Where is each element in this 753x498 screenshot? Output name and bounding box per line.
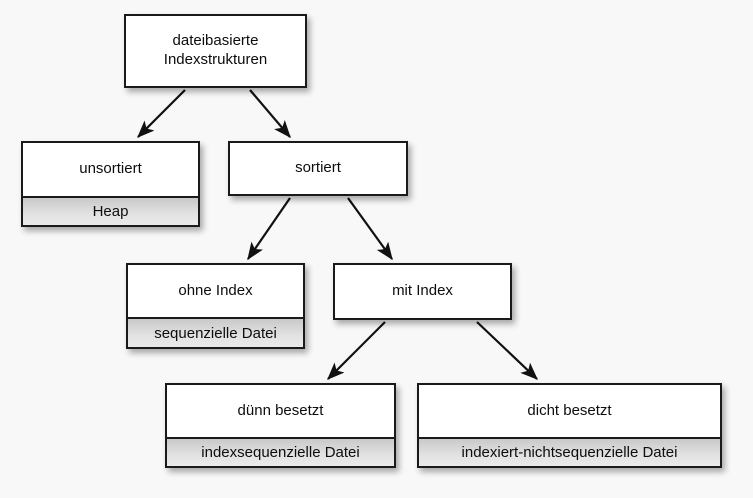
node-subtitle: sequenzielle Datei: [128, 317, 303, 347]
node-title: ohne Index: [128, 265, 303, 317]
edge-sortiert-to-ohne-index: [247, 197, 291, 261]
node-subtitle: Heap: [23, 196, 198, 225]
node-title-line-2: Indexstrukturen: [163, 51, 268, 68]
node-title-line-1: dateibasierte: [172, 32, 259, 50]
edge-root-to-sortiert: [249, 89, 291, 139]
edge-mit-index-to-duenn-besetzt: [327, 321, 386, 380]
node-unsortiert[interactable]: unsortiert Heap: [21, 141, 200, 227]
node-title: unsortiert: [23, 143, 198, 196]
node-title: dünn besetzt: [167, 385, 394, 437]
node-dicht-besetzt[interactable]: dicht besetzt indexiert-nichtsequenziell…: [417, 383, 722, 468]
edge-root-to-unsortiert: [137, 89, 186, 138]
node-title: sortiert: [230, 143, 406, 194]
node-sortiert[interactable]: sortiert: [228, 141, 408, 196]
node-ohne-index[interactable]: ohne Index sequenzielle Datei: [126, 263, 305, 349]
node-subtitle: indexiert-nichtsequenzielle Datei: [419, 437, 720, 466]
node-mit-index[interactable]: mit Index: [333, 263, 512, 320]
node-title: mit Index: [335, 265, 510, 318]
node-subtitle: indexsequenzielle Datei: [167, 437, 394, 466]
node-title: dateibasierte Indexstrukturen: [126, 16, 305, 86]
node-duenn-besetzt[interactable]: dünn besetzt indexsequenzielle Datei: [165, 383, 396, 468]
edge-sortiert-to-mit-index: [347, 197, 393, 261]
node-title: dicht besetzt: [419, 385, 720, 437]
edge-mit-index-to-dicht-besetzt: [476, 321, 538, 380]
node-dateibasierte-indexstrukturen[interactable]: dateibasierte Indexstrukturen: [124, 14, 307, 88]
